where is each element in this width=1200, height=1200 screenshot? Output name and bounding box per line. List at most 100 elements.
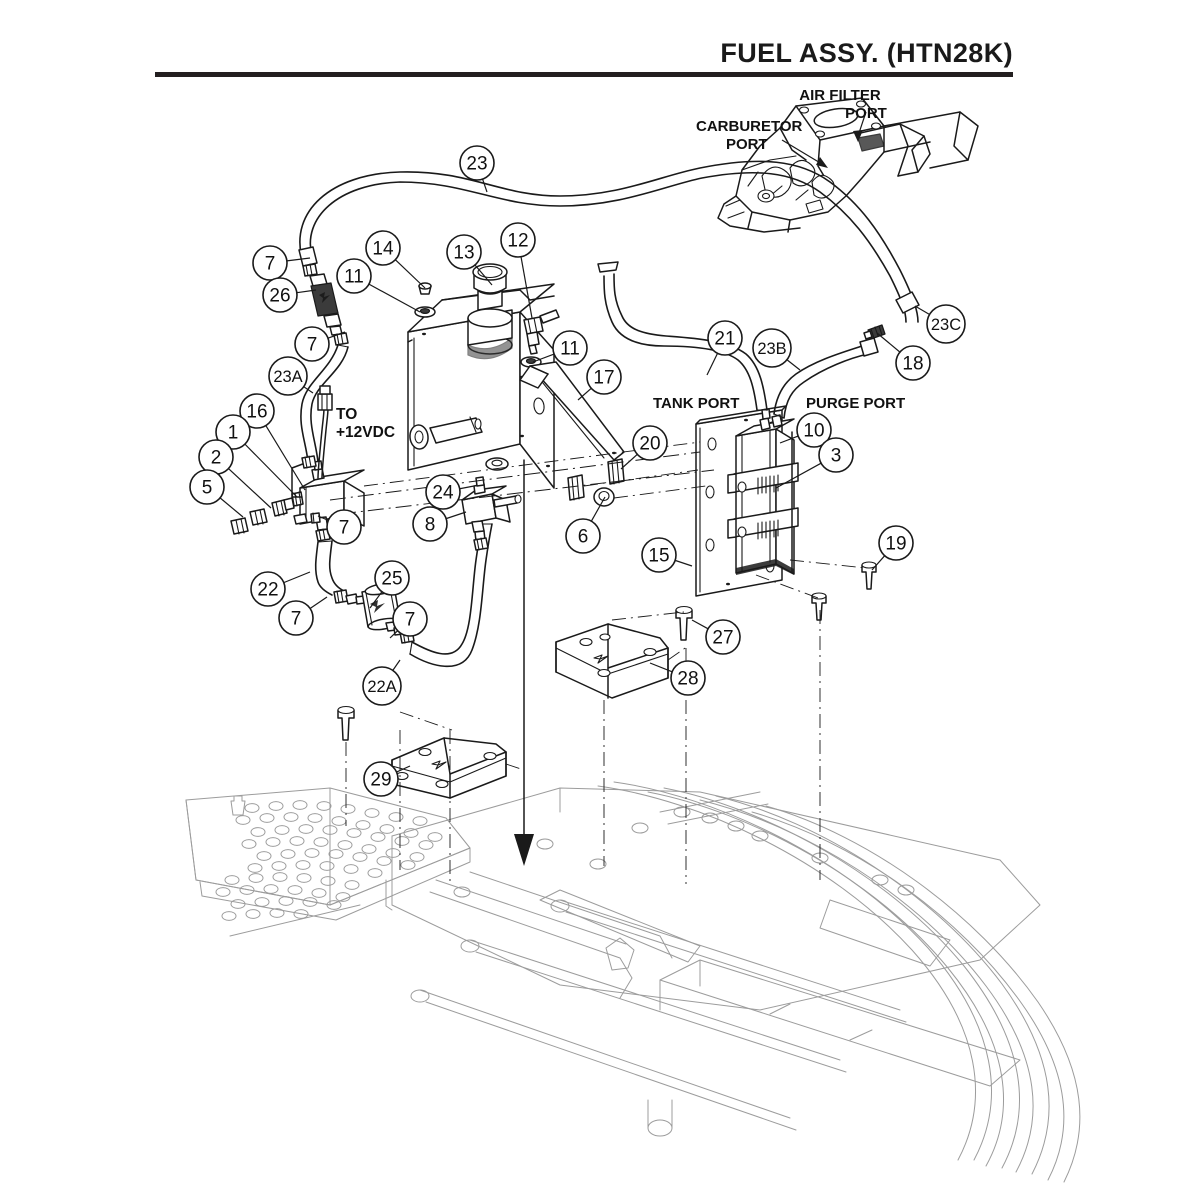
callout-bubble[interactable]	[641, 537, 677, 573]
callout-number: 23	[466, 154, 487, 175]
callout-number: 2	[211, 448, 222, 469]
callout-8: 8	[412, 506, 467, 542]
callout-bubble[interactable]	[189, 469, 225, 505]
callout-7: 7	[389, 601, 428, 639]
callout-bubble[interactable]	[796, 412, 832, 448]
callout-number: 22	[257, 580, 278, 601]
callout-number: 28	[677, 669, 698, 690]
callout-leader	[368, 283, 421, 313]
callout-29: 29	[363, 761, 411, 797]
callout-bubble[interactable]	[632, 425, 668, 461]
callout-bubble[interactable]	[586, 359, 622, 395]
tank-port-label: TANK PORT	[653, 395, 739, 412]
fuel-pump-25-and-hoses	[314, 523, 493, 668]
callout-18: 18	[876, 332, 931, 381]
callout-number: 27	[712, 628, 733, 649]
callout-number: 3	[831, 446, 842, 467]
bolt-29-left	[337, 705, 355, 741]
callout-bubble[interactable]	[565, 518, 601, 554]
callout-bubble[interactable]	[239, 393, 275, 429]
callout-bubble[interactable]	[878, 525, 914, 561]
callout-leader	[786, 359, 801, 371]
callout-bubble[interactable]	[926, 304, 966, 344]
callout-bubble[interactable]	[268, 356, 308, 396]
callout-leader	[649, 662, 673, 673]
callout-bubble[interactable]	[336, 258, 372, 294]
callout-7: 7	[294, 326, 346, 362]
callout-bubble[interactable]	[363, 761, 399, 797]
callout-number: 23C	[931, 316, 961, 334]
callout-24: 24	[425, 474, 475, 510]
callout-bubble[interactable]	[500, 222, 536, 258]
callout-number: 16	[246, 402, 267, 423]
callout-leader	[389, 630, 399, 639]
title-underline-rule	[155, 72, 1013, 77]
callout-bubble[interactable]	[705, 619, 741, 655]
to-12vdc-label-line2: +12VDC	[336, 424, 395, 441]
callout-bubble[interactable]	[425, 474, 461, 510]
callout-15: 15	[641, 537, 693, 573]
callout-bubble[interactable]	[895, 345, 931, 381]
callout-17: 17	[577, 359, 622, 401]
callout-number: 12	[507, 231, 528, 252]
callout-number: 19	[885, 534, 906, 555]
callout-3: 3	[775, 437, 854, 489]
callout-bubble[interactable]	[752, 328, 792, 368]
callout-bubble[interactable]	[326, 509, 362, 545]
callout-leader	[775, 462, 822, 489]
charcoal-canister-3	[727, 408, 799, 575]
callout-leader	[871, 555, 886, 571]
callout-number: 22A	[367, 678, 396, 696]
callout-bubble[interactable]	[278, 600, 314, 636]
callout-bubble[interactable]	[215, 414, 251, 450]
callout-number: 23B	[757, 340, 786, 358]
mount-bracket-28	[555, 623, 669, 699]
callout-bubble[interactable]	[552, 330, 588, 366]
purge-port-label: PURGE PORT	[806, 395, 905, 412]
callout-bubble[interactable]	[412, 506, 448, 542]
callout-23B: 23B	[752, 328, 801, 371]
callout-leader	[577, 387, 592, 401]
callout-bubble[interactable]	[374, 560, 410, 596]
callout-number: 7	[307, 335, 318, 356]
air-filter-port-label-line1: AIR FILTER	[799, 87, 881, 104]
callout-leader	[394, 259, 426, 289]
callout-number: 11	[560, 339, 580, 360]
callout-bubble[interactable]	[707, 320, 743, 356]
callout-leader	[309, 596, 328, 609]
callout-22: 22	[250, 571, 311, 607]
callout-26: 26	[262, 277, 317, 313]
callout-bubble[interactable]	[294, 326, 330, 362]
chassis-deck-ghost-drawing	[185, 781, 1081, 1183]
callout-leader	[706, 353, 719, 376]
callout-bubble[interactable]	[818, 437, 854, 473]
callout-16: 16	[239, 393, 306, 491]
callout-bubble[interactable]	[392, 601, 428, 637]
callout-number: 26	[269, 286, 290, 307]
callout-5: 5	[189, 469, 244, 518]
callout-bubble[interactable]	[446, 234, 482, 270]
callout-bubble[interactable]	[365, 230, 401, 266]
callout-10: 10	[779, 412, 832, 448]
callout-bubble[interactable]	[670, 660, 706, 696]
engine-block-detail	[717, 97, 979, 233]
callout-22A: 22A	[362, 659, 402, 706]
callout-number: 6	[578, 527, 589, 548]
callout-bubble[interactable]	[262, 277, 298, 313]
callout-leader	[228, 468, 272, 509]
callout-23: 23	[459, 145, 495, 193]
callout-7: 7	[252, 245, 311, 281]
callout-bubble[interactable]	[252, 245, 288, 281]
callout-number: 24	[432, 483, 454, 504]
callout-bubble[interactable]	[362, 666, 402, 706]
callout-number: 18	[902, 354, 923, 375]
callout-number: 7	[265, 254, 276, 275]
callout-bubble[interactable]	[459, 145, 495, 181]
callout-bubble[interactable]	[250, 571, 286, 607]
callout-number: 13	[453, 243, 474, 264]
callout-14: 14	[365, 230, 426, 289]
to-12vdc-label-line1: TO	[336, 406, 357, 423]
callout-number: 29	[370, 770, 391, 791]
